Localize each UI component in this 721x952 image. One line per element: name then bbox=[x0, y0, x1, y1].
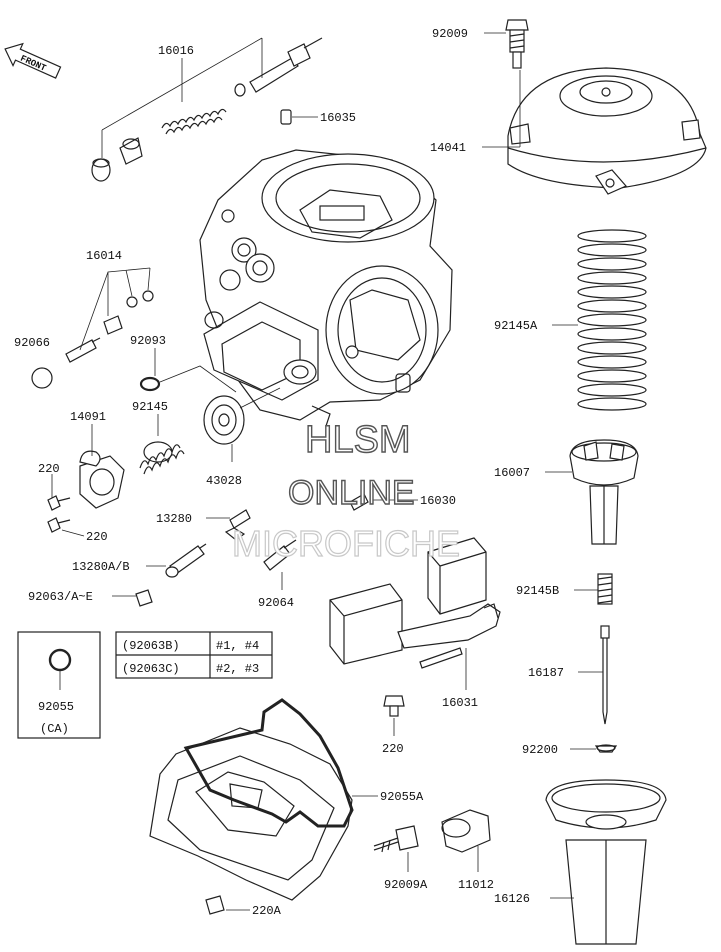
part-13280-plunger bbox=[206, 509, 251, 541]
part-92009A-screw bbox=[373, 825, 419, 872]
label-92093: 92093 bbox=[130, 334, 166, 348]
part-92064-jet bbox=[263, 539, 297, 590]
label-16014: 16014 bbox=[86, 249, 122, 263]
label-92145B: 92145B bbox=[516, 584, 559, 598]
label-220-a: 220 bbox=[38, 462, 60, 476]
label-43028: 43028 bbox=[206, 474, 242, 488]
label-92200: 92200 bbox=[522, 743, 558, 757]
label-16126: 16126 bbox=[494, 892, 530, 906]
part-92009-screw bbox=[484, 19, 529, 69]
variant-table: (92063B) #1, #4 (92063C) #2, #3 bbox=[115, 631, 273, 679]
label-14041: 14041 bbox=[430, 141, 466, 155]
part-14041-top-cover bbox=[482, 67, 707, 195]
part-14091-cover bbox=[79, 424, 125, 509]
part-16007-piston bbox=[545, 439, 639, 545]
label-13280: 13280 bbox=[156, 512, 192, 526]
part-92145B-spring bbox=[574, 573, 613, 605]
label-92066: 92066 bbox=[14, 336, 50, 350]
part-220-screws-left bbox=[47, 474, 85, 537]
part-92145A-spring bbox=[552, 229, 647, 411]
label-92055: 92055 bbox=[38, 700, 74, 714]
label-220A: 220A bbox=[252, 904, 282, 918]
label-13280AB: 13280A/B bbox=[72, 560, 130, 574]
label-16187: 16187 bbox=[528, 666, 564, 680]
label-92055A: 92055A bbox=[380, 790, 424, 804]
label-14091: 14091 bbox=[70, 410, 106, 424]
label-92009: 92009 bbox=[432, 27, 468, 41]
label-16035: 16035 bbox=[320, 111, 356, 125]
part-92055-box bbox=[17, 631, 101, 739]
part-92063-jet bbox=[112, 589, 153, 607]
part-16014-screw-set bbox=[31, 267, 154, 389]
label-220-c: 220 bbox=[382, 742, 404, 756]
part-16035-jet bbox=[280, 109, 318, 125]
part-92093-oring bbox=[139, 348, 237, 393]
watermark-line-1: HLSM bbox=[305, 419, 411, 461]
table-row-2-part: (92063C) bbox=[122, 662, 180, 676]
table-row-1-cyl: #1, #4 bbox=[216, 639, 259, 653]
label-220-b: 220 bbox=[86, 530, 108, 544]
part-16187-needle bbox=[578, 625, 610, 725]
label-92145: 92145 bbox=[132, 400, 168, 414]
watermark-line-3: MICROFICHE bbox=[232, 523, 460, 564]
label-92145A: 92145A bbox=[494, 319, 538, 333]
part-92200-washer bbox=[570, 744, 618, 753]
part-13280AB-plunger bbox=[146, 543, 207, 578]
label-11012: 11012 bbox=[458, 878, 494, 892]
part-16016-pilot-screw bbox=[91, 37, 323, 182]
label-16016: 16016 bbox=[158, 44, 194, 58]
carburetor-body bbox=[199, 149, 453, 427]
label-16030: 16030 bbox=[420, 494, 456, 508]
watermark-line-2: ONLINE bbox=[288, 474, 415, 512]
part-float-bowl bbox=[149, 727, 353, 901]
part-16031-float bbox=[329, 537, 501, 690]
part-220-screw-center bbox=[383, 695, 405, 736]
label-92064: 92064 bbox=[258, 596, 294, 610]
part-92055A-gasket bbox=[183, 698, 378, 828]
watermark: HLSM ONLINE MICROFICHE bbox=[231, 418, 460, 564]
table-row-1-part: (92063B) bbox=[122, 639, 180, 653]
label-16007: 16007 bbox=[494, 466, 530, 480]
label-92009A: 92009A bbox=[384, 878, 428, 892]
part-11012-cap bbox=[441, 809, 491, 872]
label-92063AE: 92063/A~E bbox=[28, 590, 93, 604]
label-92055-ca: (CA) bbox=[40, 722, 69, 736]
part-92145-spring bbox=[139, 414, 185, 475]
part-16030-float-pin bbox=[349, 493, 418, 511]
table-row-2-cyl: #2, #3 bbox=[216, 662, 259, 676]
part-16126-holder bbox=[545, 779, 667, 945]
part-43028-diaphragm bbox=[203, 387, 281, 462]
label-16031: 16031 bbox=[442, 696, 478, 710]
part-220A-screw bbox=[205, 895, 250, 915]
front-arrow-badge: FRONT bbox=[4, 42, 62, 79]
